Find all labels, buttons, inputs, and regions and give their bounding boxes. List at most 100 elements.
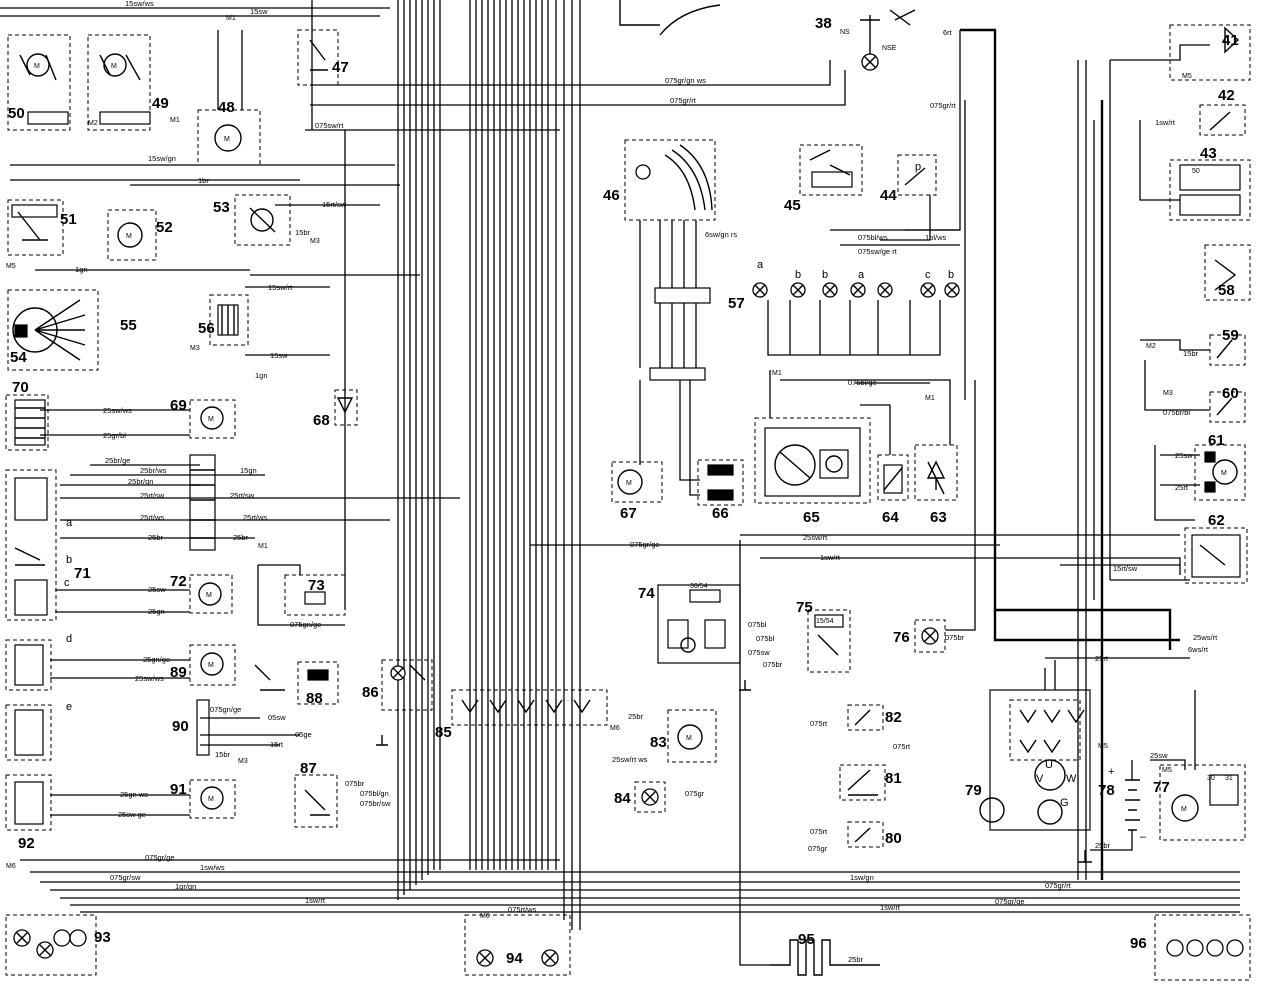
svg-text:M: M [208,796,214,803]
component-38-group [860,9,916,71]
wire-label: 25br/gn [128,477,153,486]
wire-label: 075br [763,660,783,669]
component-88-group [254,661,339,705]
component-89-group: M [189,644,236,686]
letter-c: c [64,577,70,589]
wire-label: 075rt/ws [508,905,537,914]
component-71-group [5,469,57,621]
terminal-31: 31 [1225,775,1233,782]
label-51: 51 [60,211,77,228]
component-96-group [1154,914,1251,981]
letter-w: W [1066,773,1077,785]
wire-label: 25sw/ws [135,674,164,683]
wire-label: 075gr/rt [930,101,957,110]
svg-text:M: M [1221,470,1227,477]
label-60: 60 [1222,385,1239,402]
terminal-30: 30 [1207,775,1215,782]
label-70: 70 [12,379,29,396]
terminal-50: 50 [1192,168,1200,175]
component-66-group [697,459,744,506]
component-54-55-group [7,289,99,371]
svg-text:M: M [34,63,40,70]
label-69: 69 [170,397,187,414]
letter-e: e [66,701,72,713]
wire-label: 15br [215,750,231,759]
component-48-group: M [197,30,261,166]
component-95-group [739,540,880,976]
battery-plus: + [1108,766,1114,778]
wire-label: 25gn ws [120,790,148,799]
wire-label: 1sw/gn [850,873,874,882]
label-41: 41 [1222,32,1239,49]
right-side-wiring [830,30,1210,770]
label-45: 45 [784,197,801,214]
letter-a: a [757,259,764,271]
wire-label: 075gr [685,789,705,798]
component-52-group: M [107,209,157,261]
letter-d: d [66,633,72,645]
component-77-group: M [1159,764,1246,841]
wire-label: 075gr/gn ws [665,76,706,85]
component-87-group [294,774,338,828]
wire-label: 075br [945,633,965,642]
label-56: 56 [198,320,215,337]
label-91: 91 [170,781,187,798]
component-83-group: M [667,709,717,763]
letter-c: c [925,269,931,281]
svg-text:M: M [1181,806,1187,813]
terminal-labels: M1 M1 M1 M1 M1 M2 M2 M3 M3 M3 M3 M5 M5 M… [6,15,1233,920]
wire-label: 15rt/sw [1113,564,1138,573]
component-90-group [196,699,210,756]
terminal-15-54: 15/54 [816,618,834,625]
label-65: 65 [803,509,820,526]
battery-minus: – [1140,831,1147,843]
component-labels: 38 41 42 43 44 45 46 47 48 49 50 51 52 5… [8,15,1239,967]
wire-label: 075bl/ws [858,233,888,242]
component-47-group [297,0,339,130]
label-79: 79 [965,782,982,799]
terminal-m1: M1 [226,15,236,22]
component-80-group [847,821,884,848]
component-45-group [799,144,863,196]
terminal-m3: M3 [1163,390,1173,397]
wire-label: 25sw/ws [103,406,132,415]
component-51-group [7,199,64,256]
component-e-connector [5,704,52,761]
terminal-m5: M5 [1098,743,1108,750]
label-66: 66 [712,505,729,522]
label-44: 44 [880,187,897,204]
component-82-group [847,704,884,731]
label-86: 86 [362,684,379,701]
letter-p: p [915,161,921,173]
component-58-group [1204,244,1251,301]
svg-text:M: M [208,662,214,669]
label-94: 94 [506,950,523,967]
wire-label: 075rt [893,742,911,751]
label-73: 73 [308,577,325,594]
component-75-group [807,609,851,673]
label-47: 47 [332,59,349,76]
wire-label: 25sw/rt ws [612,755,648,764]
wire-label: 075gr/rt [1045,881,1072,890]
label-53: 53 [213,199,230,216]
label-81: 81 [885,770,902,787]
wire-label: 1gn [75,265,88,274]
label-59: 59 [1222,327,1239,344]
wire-label: 15br [1183,349,1199,358]
wire-label: 1sw/rt [305,896,326,905]
label-46: 46 [603,187,620,204]
label-54: 54 [10,349,27,366]
component-94-group [464,914,571,976]
wire-label: 075bl/ge [848,378,877,387]
wire-label: 075rt [810,827,828,836]
wire-label: 25br/ge [105,456,130,465]
terminal-m1: M1 [258,543,268,550]
horizontal-harness [0,7,1240,913]
component-79-group [979,689,1091,831]
component-67-group: M [611,461,663,503]
svg-text:M: M [126,233,132,240]
wire-label: 25rt/sw [140,491,165,500]
label-89: 89 [170,664,187,681]
label-92: 92 [18,835,35,852]
label-58: 58 [1218,282,1235,299]
